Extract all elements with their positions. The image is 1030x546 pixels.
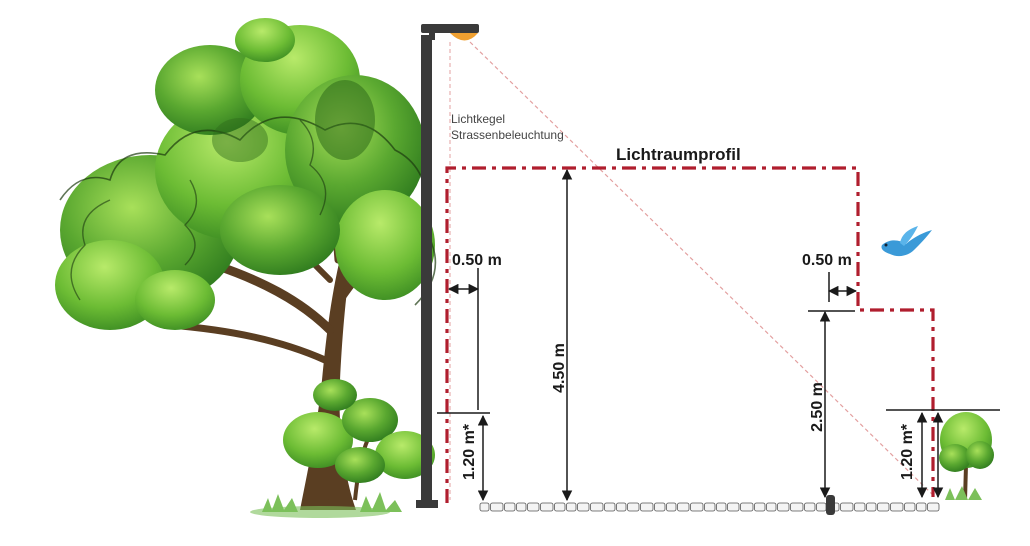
curb-stone bbox=[627, 502, 640, 512]
diagram-title: Lichtraumprofil bbox=[616, 145, 741, 164]
curb-stones bbox=[479, 502, 940, 512]
light-cone-label-line1: Lichtkegel bbox=[451, 112, 505, 126]
clearance-profile-outline bbox=[445, 166, 935, 503]
curb-stone bbox=[590, 502, 604, 512]
curb-stone bbox=[904, 502, 916, 512]
curb-stone bbox=[727, 502, 740, 512]
curb-stone bbox=[504, 502, 516, 512]
curb-stone bbox=[566, 502, 577, 512]
tree-icon bbox=[55, 18, 437, 510]
curb-stone bbox=[804, 502, 816, 512]
left-hedge-label: 1.20 m* bbox=[461, 423, 478, 480]
curb-stone bbox=[654, 502, 666, 512]
curb-stone bbox=[527, 502, 540, 512]
curb-stone bbox=[740, 502, 754, 512]
bollard bbox=[826, 495, 835, 515]
curb-stone bbox=[640, 502, 654, 512]
curb-stone bbox=[479, 502, 490, 512]
light-cone-label-line2: Strassenbeleuchtung bbox=[451, 128, 564, 142]
curb-stone bbox=[540, 502, 554, 512]
curb-stone bbox=[490, 502, 504, 512]
curb-stone bbox=[866, 502, 877, 512]
curb-stone bbox=[666, 502, 677, 512]
clear-height-label: 4.50 m bbox=[551, 343, 568, 393]
curb-stone bbox=[716, 502, 727, 512]
light-cone-line-right bbox=[469, 41, 936, 498]
right-offset-label: 0.50 m bbox=[802, 252, 852, 269]
curb-stone bbox=[927, 502, 940, 512]
curb-stone bbox=[777, 502, 790, 512]
curb-stone bbox=[854, 502, 866, 512]
curb-stone bbox=[766, 502, 777, 512]
curb-stone bbox=[616, 502, 627, 512]
curb-stone bbox=[577, 502, 590, 512]
curb-stone bbox=[604, 502, 616, 512]
bird-icon bbox=[881, 226, 932, 257]
curb-stone bbox=[916, 502, 927, 512]
curb-stone bbox=[677, 502, 690, 512]
curb-stone bbox=[890, 502, 904, 512]
curb-stone bbox=[790, 502, 804, 512]
bush-icon bbox=[283, 379, 435, 501]
small-tree-icon bbox=[939, 412, 994, 501]
left-offset-label: 0.50 m bbox=[452, 252, 502, 269]
mid-height-label: 2.50 m bbox=[809, 382, 826, 432]
curb-stone bbox=[704, 502, 716, 512]
curb-stone bbox=[754, 502, 766, 512]
curb-stone bbox=[816, 502, 827, 512]
curb-stone bbox=[840, 502, 854, 512]
curb-stone bbox=[554, 502, 566, 512]
street-lamp-icon bbox=[416, 24, 479, 508]
grass bbox=[262, 492, 402, 512]
curb-stone bbox=[690, 502, 704, 512]
curb-stone bbox=[877, 502, 890, 512]
curb-stone bbox=[516, 502, 527, 512]
right-hedge-label: 1.20 m* bbox=[899, 423, 916, 480]
